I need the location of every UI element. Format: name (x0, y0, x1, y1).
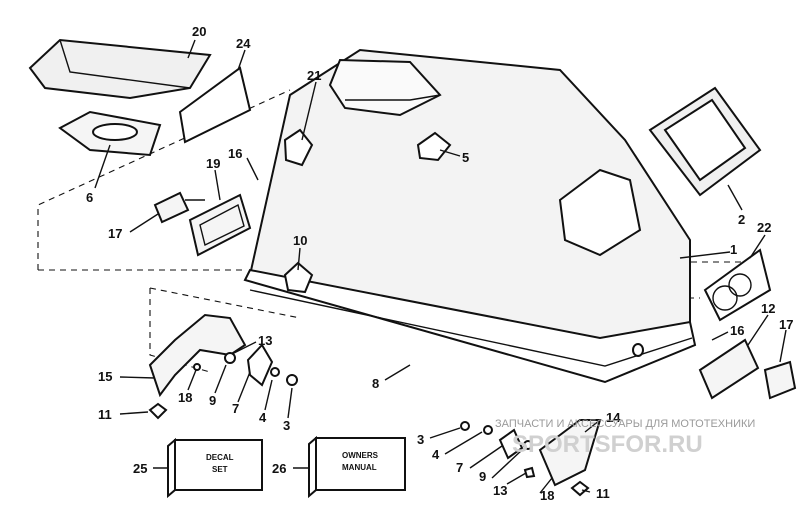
part-14-bracket (538, 419, 602, 487)
callout-22: 22 (757, 220, 771, 235)
callout-2: 2 (738, 212, 745, 227)
right-hardware (460, 421, 590, 497)
callout-3-left: 3 (283, 418, 290, 433)
decal-set-box: DECAL SET (153, 437, 263, 499)
callout-13-left: 13 (258, 333, 272, 348)
part-15-bracket (148, 313, 247, 398)
part-6-plate (58, 110, 162, 157)
callout-16-right: 16 (730, 323, 744, 338)
owners-manual-box: OWNERS MANUAL (293, 435, 406, 499)
part-5-knob (416, 131, 452, 162)
callout-25: 25 (133, 461, 147, 476)
watermark-line1: ЗАПЧАСТИ И АКСЕССУАРЫ ДЛЯ МОТОТЕХНИКИ (495, 418, 755, 430)
callout-18-left: 18 (178, 390, 192, 405)
part-2-gasket (648, 86, 762, 197)
owners-manual-line2: MANUAL (342, 463, 377, 472)
callout-9-left: 9 (209, 393, 216, 408)
decal-set-line1: DECAL (206, 453, 234, 462)
callout-13-right: 13 (493, 483, 507, 498)
part-12-latch-plate (698, 338, 760, 400)
owners-manual-line1: OWNERS (342, 451, 379, 460)
callout-15: 15 (98, 369, 112, 384)
part-22-decals (703, 248, 772, 322)
part-20-vent-cover (28, 38, 212, 100)
callout-5: 5 (462, 150, 469, 165)
callout-19: 19 (206, 156, 220, 171)
callout-9-right: 9 (479, 469, 486, 484)
callout-11-left: 11 (98, 407, 112, 422)
part-17-latch-right (763, 360, 797, 400)
watermark: ЗАПЧАСТИ И АКСЕССУАРЫ ДЛЯ МОТОТЕХНИКИ SP… (495, 418, 755, 458)
watermark-line2: SPORTSFOR.RU (512, 431, 703, 458)
leader-lines (94, 39, 787, 494)
callout-14: 14 (606, 410, 621, 425)
callout-11-right: 11 (596, 486, 610, 501)
callout-16-left: 16 (228, 146, 242, 161)
part-21-knob (283, 128, 314, 167)
callout-4-left: 4 (259, 410, 267, 425)
part-24-pad (178, 66, 252, 144)
callout-1: 1 (730, 242, 737, 257)
left-hardware (148, 343, 298, 420)
callout-7-left: 7 (232, 401, 239, 416)
callout-10: 10 (293, 233, 307, 248)
callout-26: 26 (272, 461, 286, 476)
engine-cover (243, 48, 697, 384)
part-17-latch-left (153, 191, 205, 224)
decal-set-line2: SET (212, 465, 228, 474)
callout-12: 12 (761, 301, 775, 316)
callout-numbers: 20 24 21 5 6 16 19 17 10 2 1 22 16 12 17… (86, 24, 793, 503)
part-19-latch-plate (188, 193, 252, 257)
callout-24: 24 (236, 36, 251, 51)
callout-18-right: 18 (540, 488, 554, 503)
callout-7-right: 7 (456, 460, 463, 475)
part-10-knob (283, 261, 314, 294)
callout-6: 6 (86, 190, 93, 205)
callout-17-left: 17 (108, 226, 122, 241)
callout-3-right: 3 (417, 432, 424, 447)
callout-20: 20 (192, 24, 206, 39)
callout-4-right: 4 (432, 447, 440, 462)
callout-21: 21 (307, 68, 321, 83)
callout-17-right: 17 (779, 317, 793, 332)
callout-8: 8 (372, 376, 379, 391)
